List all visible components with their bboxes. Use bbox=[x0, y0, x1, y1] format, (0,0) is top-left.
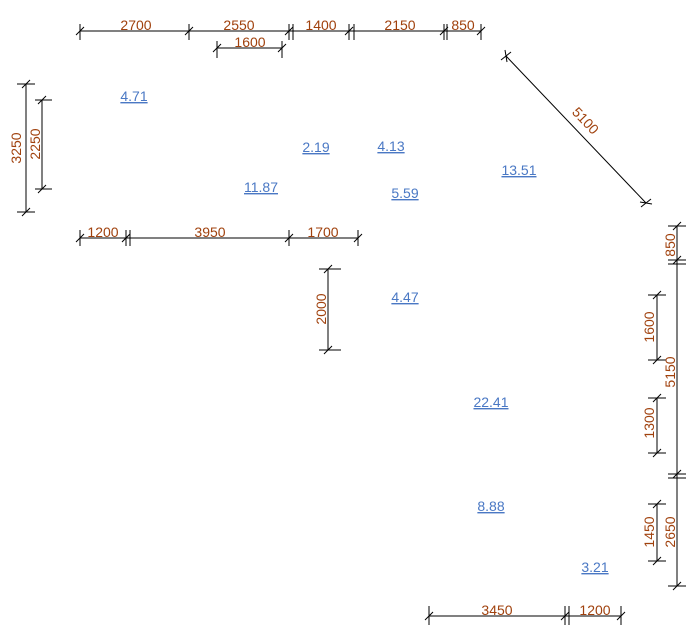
dim-top-inner: 1600 bbox=[234, 34, 265, 50]
area-label: 4.13 bbox=[377, 138, 404, 154]
center-vertical-dimension bbox=[319, 264, 341, 355]
dim-left-outer: 3250 bbox=[8, 132, 24, 163]
dim-top-2: 2550 bbox=[223, 17, 254, 33]
dim-middle-3: 1700 bbox=[307, 224, 338, 240]
dim-right-bottom-outer: 2650 bbox=[662, 516, 678, 547]
ticks bbox=[75, 24, 486, 40]
left-dimensions bbox=[17, 79, 52, 217]
area-label: 3.21 bbox=[581, 559, 608, 575]
dim-top-5: 850 bbox=[451, 17, 475, 33]
dim-middle-2: 3950 bbox=[194, 224, 225, 240]
dim-right-long: 5150 bbox=[662, 356, 678, 387]
bottom-dimension-row bbox=[424, 606, 626, 625]
dim-bottom-2: 1200 bbox=[579, 602, 610, 618]
area-label: 5.59 bbox=[391, 185, 418, 201]
diagonal-dimension bbox=[500, 49, 653, 208]
area-label: 4.47 bbox=[391, 289, 418, 305]
dim-top-1: 2700 bbox=[120, 17, 151, 33]
dim-center-vertical: 2000 bbox=[313, 293, 329, 324]
area-label: 4.71 bbox=[120, 88, 147, 104]
area-label: 8.88 bbox=[477, 498, 504, 514]
dim-right-a: 1600 bbox=[641, 311, 657, 342]
top-dimension-row bbox=[75, 24, 486, 58]
dim-diagonal: 5100 bbox=[569, 104, 602, 138]
dim-top-4: 2150 bbox=[384, 17, 415, 33]
dim-right-top: 850 bbox=[662, 233, 678, 257]
dim-left-inner: 2250 bbox=[27, 128, 43, 159]
area-label: 13.51 bbox=[501, 162, 536, 178]
dim-right-b: 1300 bbox=[641, 407, 657, 438]
dim-bottom-1: 3450 bbox=[481, 602, 512, 618]
middle-dimension-row bbox=[75, 230, 363, 246]
area-label: 22.41 bbox=[473, 394, 508, 410]
right-dimensions bbox=[648, 221, 686, 591]
dim-middle-1: 1200 bbox=[87, 224, 118, 240]
area-label: 2.19 bbox=[302, 139, 329, 155]
area-label: 11.87 bbox=[244, 179, 278, 195]
dim-top-3: 1400 bbox=[305, 17, 336, 33]
dim-right-bottom-inner: 1450 bbox=[641, 516, 657, 547]
